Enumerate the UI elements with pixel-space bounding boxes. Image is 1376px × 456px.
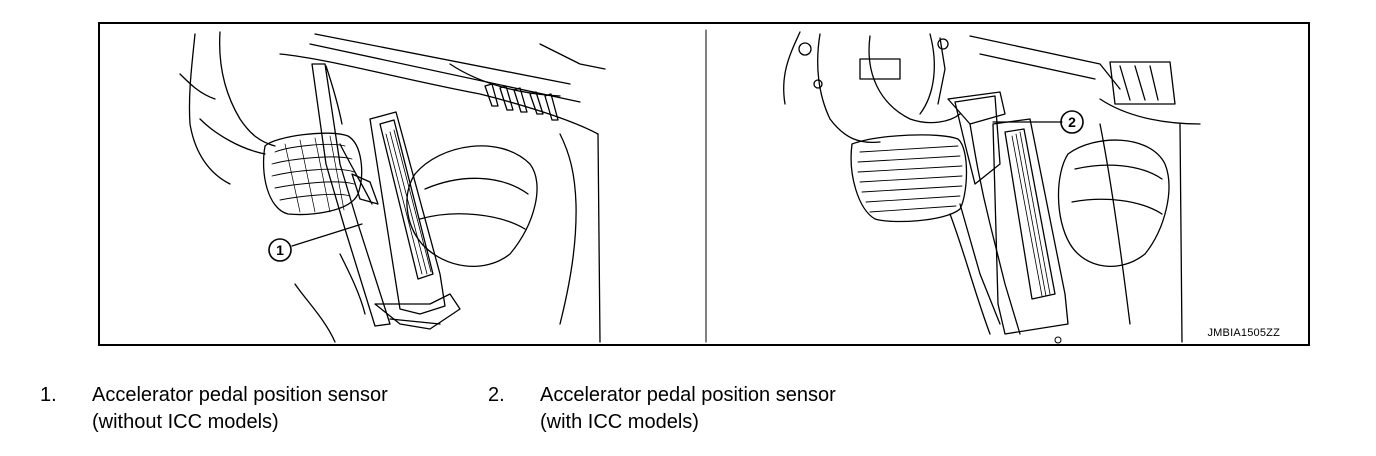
callout-1-leader: [291, 223, 363, 247]
callout-2-label: 2: [1068, 114, 1076, 130]
legend-number: 2.: [488, 384, 505, 406]
pedal-illustration: 1: [179, 29, 1201, 344]
callout-2-circle: [1060, 110, 1084, 134]
illustration-frame: 1: [98, 22, 1310, 346]
figure-code: JMBIA1505ZZ: [1207, 327, 1280, 339]
legend-line-2: (with ICC models): [540, 411, 699, 433]
callout-1-label: 1: [276, 242, 284, 258]
legend-number: 1.: [40, 384, 57, 406]
legend: 1. Accelerator pedal position sensor (wi…: [0, 382, 1376, 452]
legend-line-2: (without ICC models): [92, 411, 279, 433]
legend-line-1: Accelerator pedal position sensor: [540, 384, 836, 406]
callout-1-circle: [268, 238, 292, 262]
legend-text: Accelerator pedal position sensor (with …: [540, 382, 836, 436]
legend-line-1: Accelerator pedal position sensor: [92, 384, 388, 406]
left-panel-drawing: 1: [179, 31, 606, 343]
legend-text: Accelerator pedal position sensor (witho…: [92, 382, 388, 436]
right-panel-drawing: 2: [783, 31, 1201, 344]
